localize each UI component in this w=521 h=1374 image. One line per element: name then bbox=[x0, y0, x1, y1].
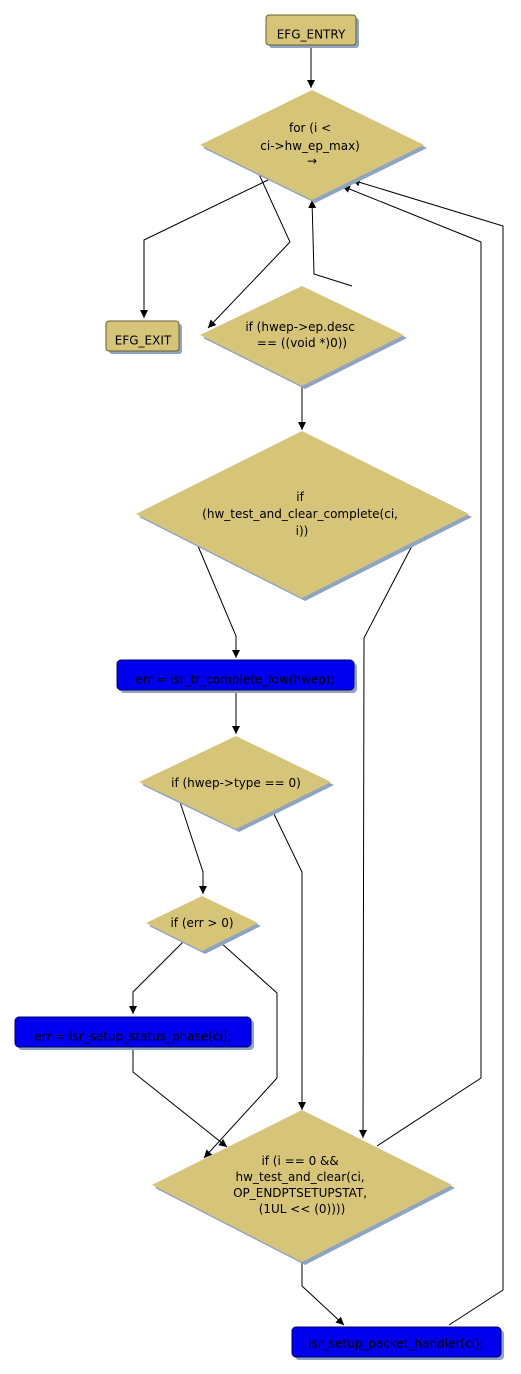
node-if-err: if (err > 0) bbox=[146, 896, 261, 954]
packet-handler-label: isr_setup_packet_handler(ci); bbox=[308, 1337, 483, 1351]
node-status-phase: err = isr_setup_status_phase(ci); bbox=[14, 1016, 254, 1050]
edges bbox=[129, 46, 504, 1326]
if-setup-label: if (i == 0 && hw_test_and_clear(ci, OP_E… bbox=[233, 1154, 371, 1216]
edge-handler-back-to-for bbox=[351, 178, 504, 1326]
edge-if-setup-to-handler bbox=[301, 1262, 345, 1326]
node-if-complete: if (hw_test_and_clear_complete(ci, i)) bbox=[136, 431, 472, 601]
edge-if-err-to-if-setup bbox=[203, 941, 278, 1159]
status-phase-label: err = isr_setup_status_phase(ci); bbox=[34, 1030, 231, 1044]
node-for-loop: for (i < ci->hw_ep_max) → bbox=[200, 90, 427, 203]
for-loop-label: for (i < ci->hw_ep_max) → bbox=[260, 121, 363, 168]
node-if-setup: if (i == 0 && hw_test_and_clear(ci, OP_E… bbox=[152, 1110, 455, 1265]
edge-status-to-if-setup bbox=[132, 1046, 228, 1148]
edge-for-to-if-desc bbox=[207, 171, 291, 329]
edge-if-err-to-status bbox=[129, 941, 184, 1014]
if-desc-label: if (hwep->ep.desc == ((void *)0)) bbox=[245, 320, 358, 350]
edge-if-type-to-if-err bbox=[179, 801, 207, 894]
edge-if-type-to-if-setup bbox=[273, 813, 306, 1110]
node-tr-complete: err = isr_tr_complete_low(hwep); bbox=[116, 659, 357, 693]
node-if-type: if (hwep->type == 0) bbox=[139, 736, 334, 832]
node-if-desc: if (hwep->ep.desc == ((void *)0)) bbox=[200, 286, 407, 389]
exit-label: EFG_EXIT bbox=[115, 334, 172, 348]
node-entry: EFG_ENTRY bbox=[265, 14, 359, 48]
if-complete-label: if (hw_test_and_clear_complete(ci, i)) bbox=[202, 490, 402, 538]
if-err-label: if (err > 0) bbox=[170, 916, 233, 930]
tr-complete-label: err = isr_tr_complete_low(hwep); bbox=[135, 673, 334, 687]
edge-if-complete-to-if-setup bbox=[359, 541, 415, 1139]
edge-if-setup-back-to-for bbox=[341, 185, 482, 1147]
edge-for-to-exit bbox=[140, 179, 269, 318]
node-exit: EFG_EXIT bbox=[105, 320, 182, 354]
edge-if-complete-to-tr bbox=[197, 545, 240, 658]
entry-label: EFG_ENTRY bbox=[277, 28, 346, 42]
if-type-label: if (hwep->type == 0) bbox=[171, 776, 301, 790]
node-packet-handler: isr_setup_packet_handler(ci); bbox=[291, 1326, 504, 1360]
edge-if-desc-back-to-for bbox=[308, 199, 353, 287]
